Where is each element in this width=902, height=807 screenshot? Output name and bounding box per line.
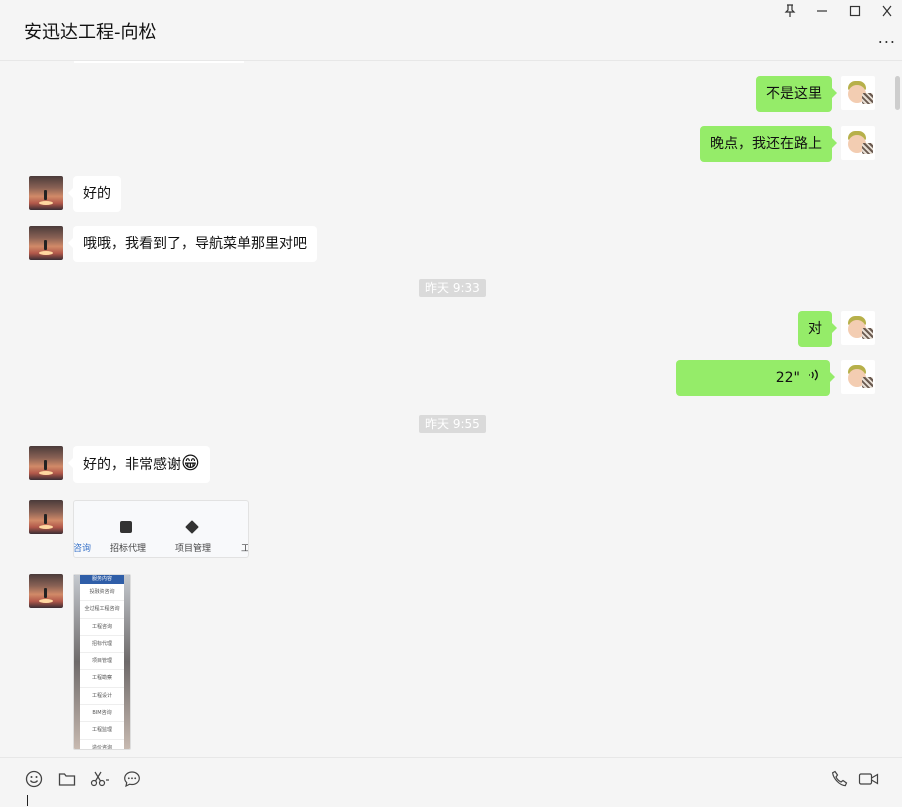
message-bubble-sent[interactable]: 对 [798, 311, 837, 347]
contact-avatar[interactable] [29, 226, 63, 260]
contact-avatar[interactable] [29, 574, 63, 608]
voice-duration: 22" [775, 370, 800, 386]
close-icon[interactable] [880, 4, 894, 18]
text-input-caret[interactable] [27, 795, 28, 806]
grin-emoji: 😁 [181, 453, 200, 474]
nav-item: 项目管理 [175, 544, 212, 554]
message-bubble-sent[interactable]: 不是这里 [756, 76, 837, 112]
scissors-icon[interactable] [90, 770, 110, 793]
message-bubble-received[interactable]: 好的 [68, 176, 121, 212]
layers-icon [185, 520, 199, 534]
contact-avatar[interactable] [29, 446, 63, 480]
emoji-icon[interactable] [25, 770, 43, 793]
image-edge [74, 575, 80, 749]
list-item: 造价咨询 [74, 740, 130, 749]
chat-title: 安迅达工程-向松 [24, 22, 157, 43]
my-avatar[interactable] [841, 76, 875, 110]
my-avatar[interactable] [841, 311, 875, 345]
chat-messages[interactable]: 不是这里 晚点，我还在路上 好的 哦哦，我看到了，导航菜单那里对吧 昨天 9:3… [0, 61, 902, 757]
minimize-icon[interactable] [815, 4, 829, 18]
list-item: 工程咨询 [74, 619, 130, 636]
message-bubble-received[interactable]: 好的，非常感谢😁 [68, 446, 210, 483]
folder-icon[interactable] [58, 770, 76, 793]
voice-message[interactable]: 22" [676, 360, 835, 396]
image-message-service-list[interactable]: 服务内容 投融资咨询 全过程工程咨询 工程咨询 招标代理 项目管理 工程勘察 工… [73, 574, 131, 750]
video-icon[interactable] [858, 770, 880, 793]
previous-message-cut [74, 61, 244, 63]
list-item: 工程监理 [74, 722, 130, 740]
nav-item: 咨询 [73, 544, 92, 554]
scrollbar-thumb[interactable] [895, 76, 900, 110]
timestamp-badge: 昨天 9:33 [419, 279, 486, 297]
my-avatar[interactable] [841, 360, 875, 394]
maximize-icon[interactable] [848, 4, 862, 18]
list-header: 服务内容 [74, 575, 130, 584]
list-item: 招标代理 [74, 636, 130, 654]
title-bar: 安迅达工程-向松 ... [0, 0, 902, 61]
clipboard-icon [120, 521, 132, 533]
chat-history-icon[interactable] [123, 770, 141, 793]
image-message-nav-menu[interactable]: 咨询 招标代理 项目管理 工 [73, 500, 249, 558]
list-item: 工程勘察 [74, 670, 130, 688]
timestamp-badge: 昨天 9:55 [419, 415, 486, 433]
list-item: BIM咨询 [74, 705, 130, 723]
phone-icon[interactable] [831, 770, 849, 793]
pin-icon[interactable] [783, 4, 797, 18]
contact-avatar[interactable] [29, 176, 63, 210]
my-avatar[interactable] [841, 126, 875, 160]
message-text: 好的，非常感谢 [83, 457, 181, 473]
list-item: 工程设计 [74, 688, 130, 706]
more-options-icon[interactable]: ... [877, 28, 896, 47]
message-bubble-sent[interactable]: 晚点，我还在路上 [700, 126, 837, 162]
contact-avatar[interactable] [29, 500, 63, 534]
list-item: 项目管理 [74, 653, 130, 671]
input-toolbar [0, 757, 902, 807]
image-edge [124, 575, 130, 749]
list-item: 全过程工程咨询 [74, 601, 130, 619]
voice-wave-icon [808, 368, 818, 388]
nav-item: 招标代理 [110, 544, 147, 554]
nav-item: 工 [241, 541, 248, 554]
message-bubble-received[interactable]: 哦哦，我看到了，导航菜单那里对吧 [68, 226, 317, 262]
list-item: 投融资咨询 [74, 584, 130, 602]
